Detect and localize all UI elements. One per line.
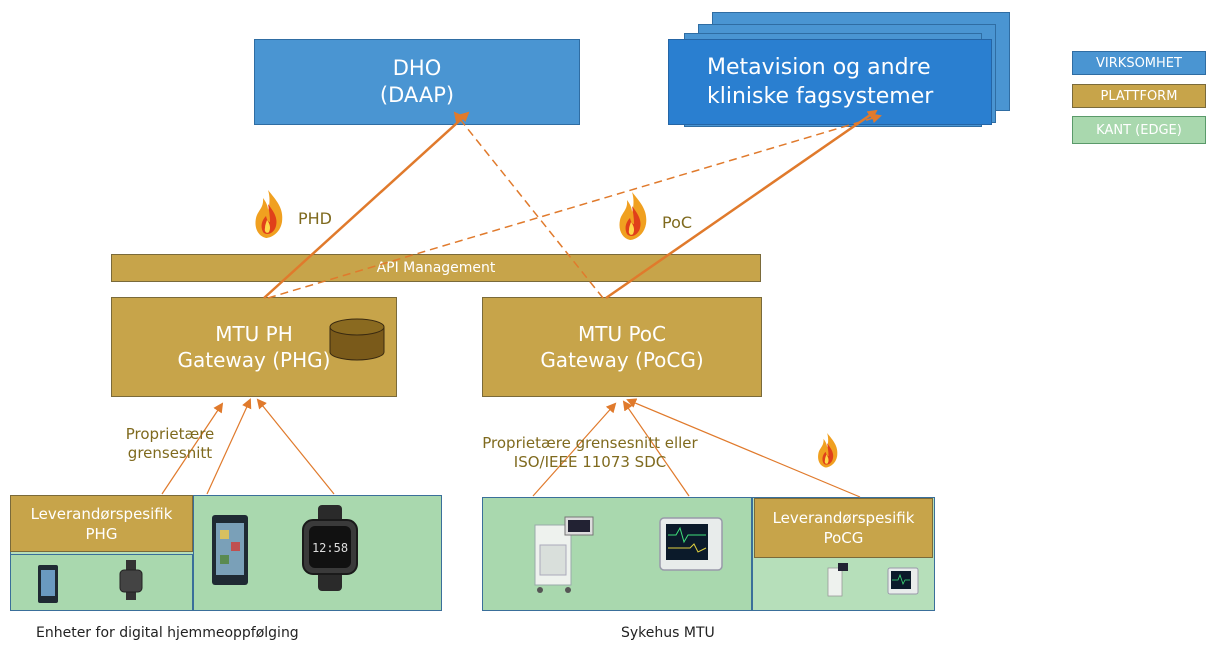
- phg-devices-small: [10, 554, 193, 611]
- fire-icon: [255, 190, 283, 238]
- fire-icon: [619, 192, 647, 240]
- mtu-poc-title: MTU PoC: [577, 322, 667, 346]
- leverandor-pocg: Leverandørspesifik PoCG: [754, 498, 933, 558]
- legend-kant: KANT (EDGE): [1072, 116, 1206, 144]
- phd-label: PHD: [298, 209, 332, 228]
- proprietary-interfaces-line2: grensesnitt: [127, 444, 213, 462]
- fire-icon: [818, 433, 838, 468]
- proprietary-or-sdc-label: Proprietære grensesnitt eller ISO/IEEE 1…: [455, 434, 725, 472]
- hospital-devices: [482, 497, 752, 611]
- proprietary-interfaces-label: Proprietære grensesnitt: [110, 425, 230, 463]
- mtu-poc-gateway: MTU PoC Gateway (PoCG): [482, 297, 762, 397]
- proprietary-or-sdc-line1: Proprietære grensesnitt eller: [482, 434, 698, 452]
- leverandor-phg-line2: PHG: [85, 524, 118, 543]
- api-management-label: API Management: [376, 260, 496, 276]
- dho-subtitle: (DAAP): [379, 83, 455, 107]
- metavision-title: Metavision og andre: [707, 55, 931, 80]
- hospital-mtu-caption: Sykehus MTU: [621, 625, 715, 641]
- api-management-bar: API Management: [111, 254, 761, 282]
- leverandor-pocg-line1: Leverandørspesifik: [772, 509, 915, 527]
- leverandor-pocg-line2: PoCG: [823, 529, 864, 547]
- legend-virksomhet: VIRKSOMHET: [1072, 51, 1206, 75]
- dho-node: DHO (DAAP): [254, 39, 580, 125]
- phg-devices-large: [193, 495, 442, 611]
- mtu-ph-gateway: MTU PH Gateway (PHG): [111, 297, 397, 397]
- poc-label: PoC: [662, 213, 693, 232]
- proprietary-or-sdc-line2: ISO/IEEE 11073 SDC: [513, 453, 667, 471]
- proprietary-interfaces-line1: Proprietære: [125, 425, 215, 443]
- mtu-poc-subtitle: Gateway (PoCG): [540, 348, 704, 372]
- dho-title: DHO: [392, 56, 442, 80]
- leverandor-phg: Leverandørspesifik PHG: [10, 495, 193, 552]
- home-followup-devices-caption: Enheter for digital hjemmeoppfølging: [36, 625, 299, 641]
- mtu-ph-title: MTU PH: [215, 322, 293, 346]
- metavision-node: Metavision og andre kliniske fagsystemer: [668, 39, 992, 125]
- leverandor-phg-line1: Leverandørspesifik: [30, 504, 173, 523]
- metavision-subtitle: kliniske fagsystemer: [707, 84, 934, 109]
- legend-plattform: PLATTFORM: [1072, 84, 1206, 108]
- mtu-ph-subtitle: Gateway (PHG): [177, 348, 331, 372]
